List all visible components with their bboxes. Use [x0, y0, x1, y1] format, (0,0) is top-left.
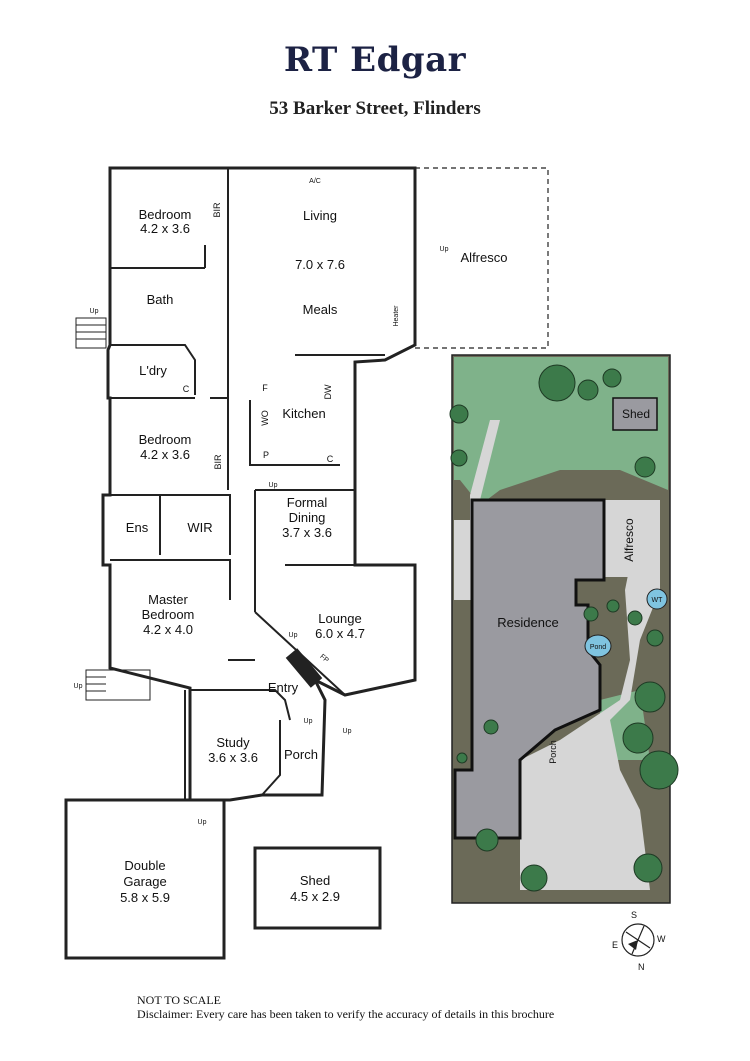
dishwasher-label: DW: [323, 384, 333, 399]
trees: [449, 364, 679, 892]
up-label: Up: [269, 482, 278, 489]
room-size: 4.2 x 3.6: [140, 221, 190, 236]
scale-note: NOT TO SCALE: [137, 993, 222, 1007]
room-label: Bedroom: [139, 207, 192, 222]
room-label: Living: [303, 208, 337, 223]
pantry-label: P: [263, 450, 269, 460]
room-label: WIR: [187, 520, 212, 535]
room-size: Bedroom: [142, 607, 195, 622]
up-label: Up: [440, 246, 449, 253]
room-label: Bath: [147, 292, 174, 307]
cupboard-label: C: [327, 454, 334, 464]
up-label: Up: [198, 819, 207, 826]
driveway: [520, 565, 660, 890]
room-size: 4.5 x 2.9: [290, 889, 340, 904]
compass-s: S: [631, 910, 637, 920]
compass-w: W: [657, 934, 666, 944]
room-size: Garage: [123, 874, 166, 889]
disclaimer: Disclaimer: Every care has been taken to…: [137, 1007, 555, 1021]
residence: [453, 498, 606, 840]
pond: [584, 634, 612, 658]
shed-site: [612, 397, 658, 431]
porch-site-label: Porch: [548, 740, 558, 764]
lawn-front: [454, 357, 668, 505]
room-label: Entry: [268, 680, 299, 695]
brand-title: RT Edgar: [283, 40, 467, 80]
water-tank-label: WT: [652, 597, 664, 604]
compass: S E W N: [612, 910, 666, 972]
up-label: Up: [304, 718, 313, 725]
compass-n: N: [638, 962, 645, 972]
room-label: Shed: [300, 873, 330, 888]
room-label: Ens: [126, 520, 149, 535]
outer-wall: [101, 166, 417, 802]
fridge-label: F: [262, 383, 268, 393]
room-label: Formal: [287, 495, 328, 510]
compass-e: E: [612, 940, 618, 950]
cupboard-label: C: [183, 384, 190, 394]
heater-label: Heater: [393, 305, 400, 327]
room-label: Alfresco: [461, 250, 508, 265]
room-label: Meals: [303, 302, 338, 317]
shed-site-label: Shed: [622, 407, 650, 421]
up-label: Up: [343, 728, 352, 735]
porch-wall: [184, 690, 281, 800]
wall-oven-label: WO: [260, 410, 270, 426]
room-label: Kitchen: [282, 406, 325, 421]
alfresco-site: [604, 500, 660, 577]
room-label: Bedroom: [139, 432, 192, 447]
up-label: Up: [289, 632, 298, 639]
ac-label: A/C: [309, 178, 321, 185]
room-size: 5.8 x 5.9: [120, 890, 170, 905]
room-label: Porch: [284, 747, 318, 762]
room-label: Master: [148, 592, 188, 607]
room-size: 4.2 x 3.6: [140, 447, 190, 462]
room-label: Study: [216, 735, 250, 750]
room-size: 3.6 x 3.6: [208, 750, 258, 765]
alfresco-outline: [415, 167, 549, 349]
residence-label: Residence: [497, 615, 558, 630]
room-label: Double: [124, 858, 165, 873]
shed-wall: [253, 846, 382, 930]
fireplace: [285, 648, 323, 688]
up-label: Up: [74, 683, 83, 690]
stairs-left: [75, 317, 151, 701]
water-tank: [646, 588, 668, 610]
floorplan-labels: Bedroom 4.2 x 3.6 Bath L'dry Living 7.0 …: [74, 178, 508, 905]
fireplace-label: FP: [318, 653, 330, 664]
room-label: L'dry: [139, 363, 167, 378]
room-size: 7.0 x 7.6: [295, 257, 345, 272]
room-size: Dining: [289, 510, 326, 525]
internal-walls: [110, 168, 385, 721]
siteplan-labels: Shed Alfresco Residence WT Pond Porch: [497, 407, 663, 764]
room-size: 6.0 x 4.7: [315, 626, 365, 641]
room-label: Lounge: [318, 611, 361, 626]
property-address: 53 Barker Street, Flinders: [269, 98, 481, 119]
siteplan: [449, 354, 679, 904]
room-size: 3.7 x 3.6: [282, 525, 332, 540]
room-size: 4.2 x 4.0: [143, 622, 193, 637]
floorplan: [64, 166, 549, 960]
bir-label: BIR: [213, 454, 223, 470]
pond-label: Pond: [590, 644, 606, 651]
garage-wall: [64, 798, 226, 960]
bir-label: BIR: [212, 202, 222, 218]
up-label: Up: [90, 308, 99, 315]
alfresco-site-label: Alfresco: [622, 518, 636, 562]
